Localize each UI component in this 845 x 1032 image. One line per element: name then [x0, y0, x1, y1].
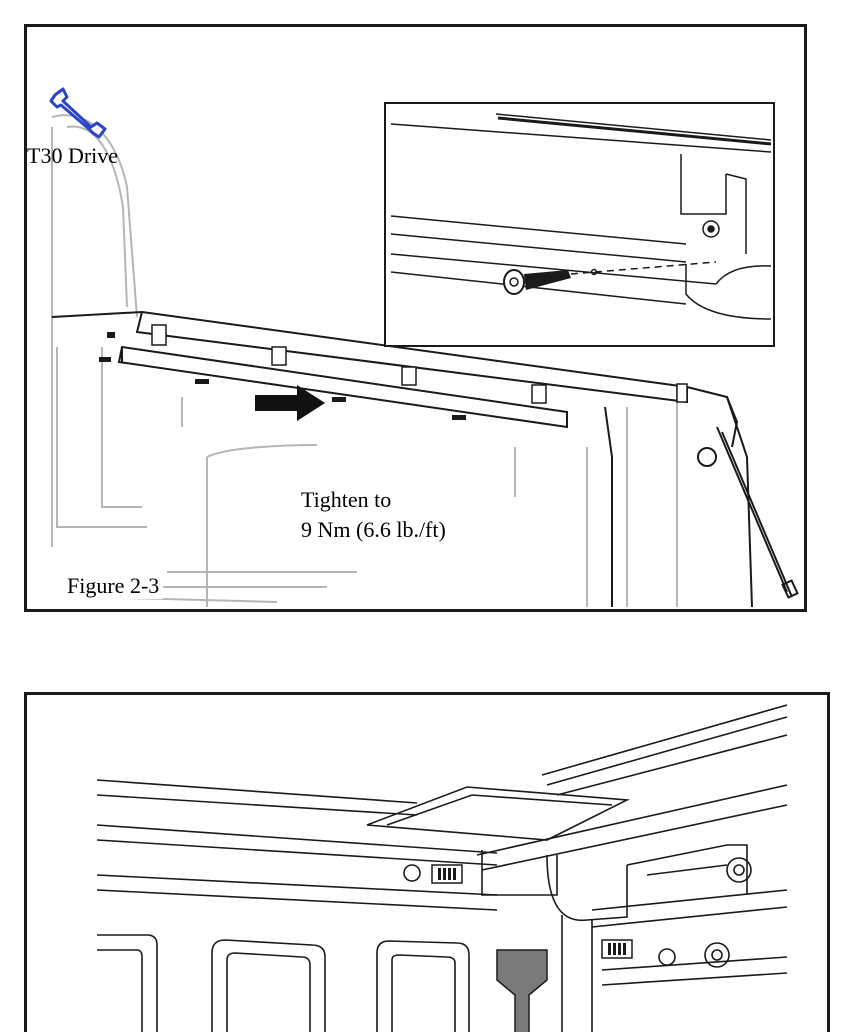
- torque-line-2: 9 Nm (6.6 lb./ft): [301, 517, 446, 542]
- truck-bed-rail-illustration: [51, 114, 799, 608]
- tool-callout: T30 Drive: [27, 57, 137, 168]
- torque-line-1: Tighten to: [301, 487, 392, 512]
- figure-caption: Figure 2-3: [67, 573, 164, 599]
- rail-bracket-illustration: [96, 704, 788, 1032]
- funnel-icon: [496, 949, 548, 1032]
- figure-2-3-panel: T30 Drive: [24, 24, 807, 612]
- rail-bracket-panel: [24, 692, 830, 1032]
- wrench-icon: [49, 87, 107, 139]
- screw-icon: [503, 269, 571, 295]
- detail-inset: [384, 102, 775, 347]
- torque-instruction: Tighten to 9 Nm (6.6 lb./ft): [301, 485, 446, 545]
- arrow-right-icon: [255, 385, 325, 421]
- screw-detail-illustration: [390, 113, 772, 320]
- bolt-icon: [431, 864, 633, 959]
- tool-label: T30 Drive: [27, 143, 119, 168]
